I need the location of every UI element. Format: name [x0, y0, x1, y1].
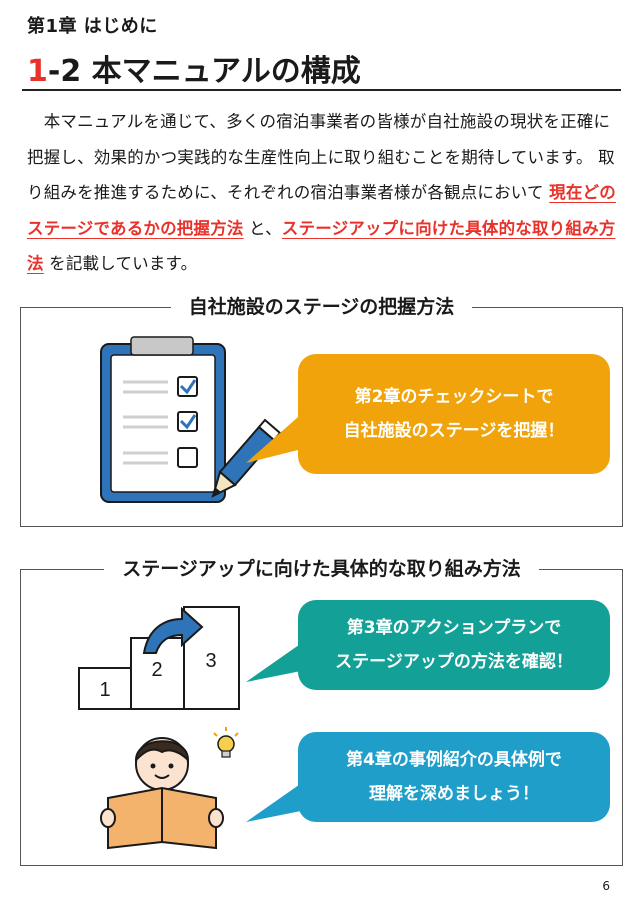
callout-bubble-chapter2: 第2章のチェックシートで 自社施設のステージを把握！	[298, 354, 610, 474]
bubble-chapter3-line2: ステージアップの方法を確認！	[335, 652, 573, 672]
bubble-tail	[246, 640, 306, 682]
step-1-label: 1	[99, 679, 110, 701]
intro-highlight-2: ステージアップに向けた具体的な取り組み方法	[27, 218, 616, 274]
bubble-chapter3-line1: 第3章のアクションプランで	[346, 618, 562, 638]
section-stage-up-methods: ステージアップに向けた具体的な取り組み方法 1 2 3 第3章のアクションプラン…	[20, 558, 623, 866]
intro-highlight-1: 現在どのステージであるかの把握方法	[27, 183, 616, 238]
section-stage-assessment: 自社施設のステージの把握方法 第2章のチェックシートで 自社施設のステージを把握…	[20, 296, 623, 527]
intro-text-1: 本マニュアルを通じて、多くの宿泊事業者の皆様が自社施設の現状を正確に把握し、効果…	[27, 112, 615, 202]
callout-bubble-chapter4: 第4章の事例紹介の具体例で 理解を深めましょう！	[298, 732, 610, 822]
page-number: 6	[602, 879, 610, 893]
bubble-tail	[246, 780, 306, 822]
bubble-tail	[246, 410, 306, 463]
section-title-2: ステージアップに向けた具体的な取り組み方法	[21, 554, 622, 581]
title-number-accent: 1	[27, 54, 48, 89]
intro-text-2: と、	[243, 218, 282, 238]
reading-person-icon	[100, 727, 239, 850]
bubble-chapter4-line2: 理解を深めましょう！	[369, 784, 539, 804]
up-arrow-icon	[142, 606, 204, 654]
bubble-chapter2-line1: 第2章のチェックシートで	[354, 387, 554, 407]
bubble-chapter2-line2: 自社施設のステージを把握！	[343, 421, 565, 441]
page-title: 1-2 本マニュアルの構成	[27, 46, 361, 90]
lightbulb-icon	[213, 727, 239, 758]
title-text: -2 本マニュアルの構成	[47, 54, 361, 89]
clipboard-checklist-icon	[100, 336, 282, 503]
step-2-label: 2	[151, 659, 162, 681]
intro-paragraph: 本マニュアルを通じて、多くの宿泊事業者の皆様が自社施設の現状を正確に把握し、効果…	[27, 104, 621, 282]
intro-text-3: を記載しています。	[43, 254, 198, 273]
callout-bubble-chapter3: 第3章のアクションプランで ステージアップの方法を確認！	[298, 600, 610, 690]
bubble-chapter4-line1: 第4章の事例紹介の具体例で	[346, 750, 562, 770]
pencil-icon	[211, 418, 282, 498]
step-3-label: 3	[205, 650, 216, 672]
chapter-label: 第1章 はじめに	[27, 16, 158, 37]
title-rule	[22, 89, 621, 91]
stairs-icon: 1 2 3	[78, 606, 240, 710]
section-title-1: 自社施設のステージの把握方法	[21, 292, 622, 319]
